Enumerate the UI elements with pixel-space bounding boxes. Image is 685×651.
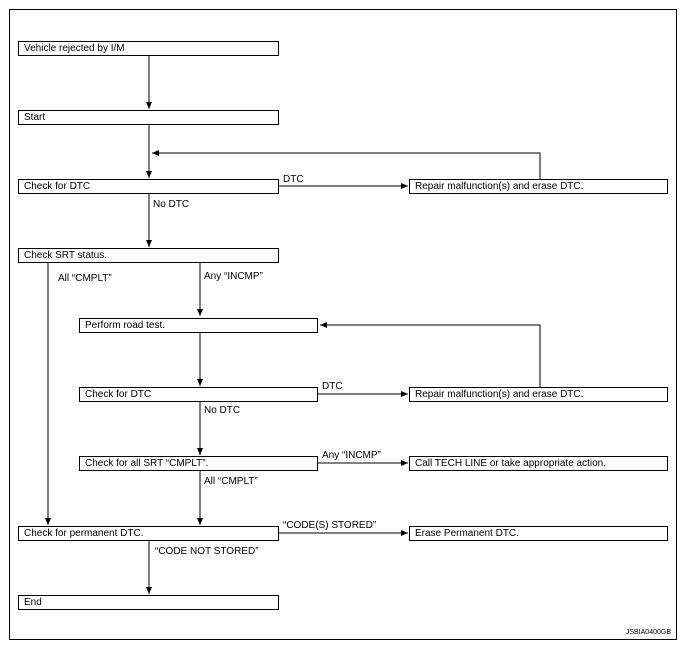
box-check-permanent: Check for permanent DTC. bbox=[18, 526, 279, 541]
box-repair-2: Repair malfunction(s) and erase DTC. bbox=[409, 387, 668, 402]
figure-id: JSBIA0400GB bbox=[625, 629, 671, 636]
label-any-incmp-2: Any “INCMP” bbox=[322, 450, 381, 461]
box-erase-permanent: Erase Permanent DTC. bbox=[409, 526, 668, 541]
box-road-test: Perform road test. bbox=[79, 318, 318, 333]
box-call-tech-line: Call TECH LINE or take appropriate actio… bbox=[409, 456, 668, 471]
box-check-dtc-2: Check for DTC bbox=[79, 387, 318, 402]
label-all-cmplt-1: All “CMPLT” bbox=[58, 273, 112, 284]
label-codes-stored: “CODE(S) STORED” bbox=[283, 520, 377, 531]
box-check-all-srt: Check for all SRT “CMPLT”. bbox=[79, 456, 318, 471]
box-check-dtc-1: Check for DTC bbox=[18, 179, 279, 194]
arrow-repair-1-loop bbox=[152, 150, 541, 179]
label-no-dtc-2: No DTC bbox=[204, 405, 241, 416]
label-any-incmp-1: Any “INCMP” bbox=[204, 271, 263, 282]
box-start: Start bbox=[18, 110, 279, 125]
arrow-repair-2-loop bbox=[320, 322, 541, 387]
label-dtc-2: DTC bbox=[322, 381, 343, 392]
label-all-cmplt-2: All “CMPLT” bbox=[204, 476, 258, 487]
label-code-not-stored: “CODE NOT STORED” bbox=[155, 546, 259, 557]
label-no-dtc-1: No DTC bbox=[153, 199, 190, 210]
box-check-srt: Check SRT status. bbox=[18, 248, 279, 263]
box-end: End bbox=[18, 595, 279, 610]
diagram-frame bbox=[9, 9, 677, 640]
label-dtc-1: DTC bbox=[283, 174, 304, 185]
box-repair-1: Repair malfunction(s) and erase DTC. bbox=[409, 179, 668, 194]
box-vehicle-rejected: Vehicle rejected by I/M bbox=[18, 41, 279, 56]
